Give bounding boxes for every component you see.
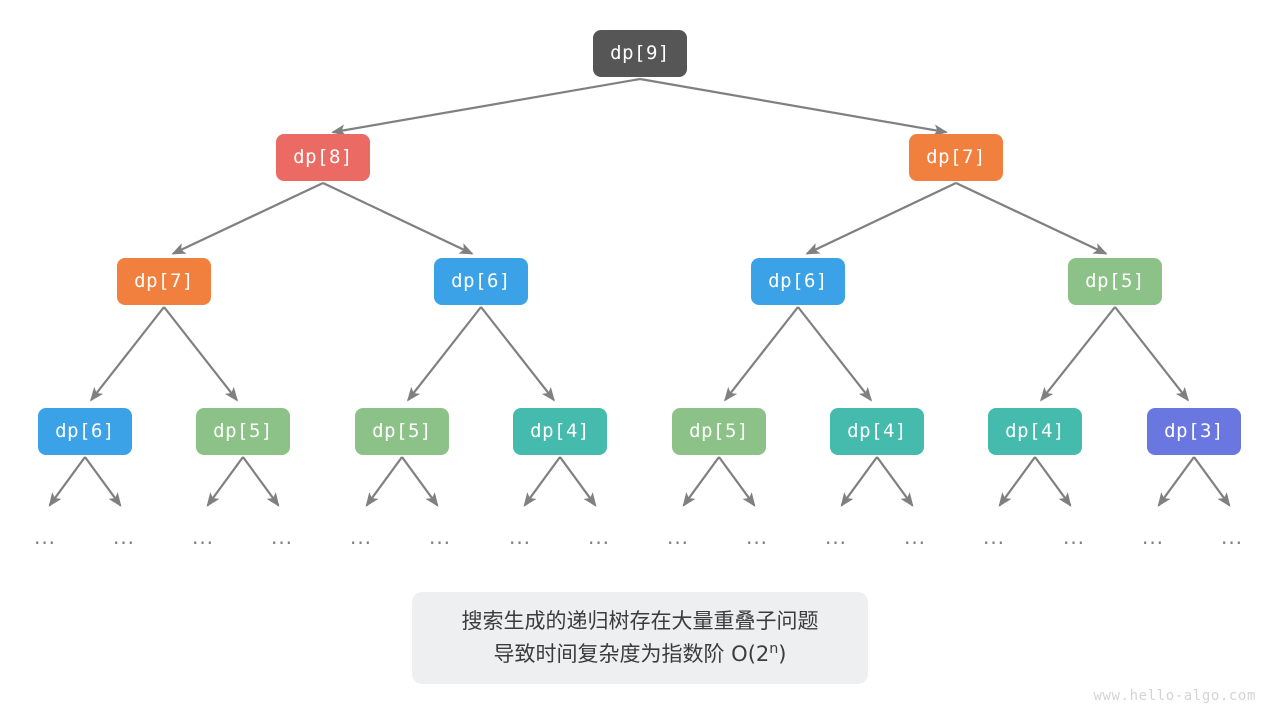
tree-node-label: dp[9] (610, 42, 670, 64)
tree-edge-n1-n4 (322, 182, 474, 255)
tree-node-label: dp[4] (847, 420, 907, 442)
tree-edge-leaf-13 (1034, 456, 1072, 507)
tree-edge-leaf-0 (48, 456, 86, 507)
ellipsis-marker: ... (587, 525, 611, 549)
ellipsis-marker: ... (666, 525, 690, 549)
ellipsis-marker: ... (112, 525, 136, 549)
tree-edge-n3-n7 (90, 306, 165, 402)
tree-node-dp6-n4: dp[6] (434, 258, 528, 305)
tree-edge-leaf-10 (840, 456, 878, 507)
tree-node-label: dp[5] (689, 420, 749, 442)
tree-node-label: dp[5] (213, 420, 273, 442)
caption-line-2-suffix: ) (778, 642, 787, 666)
ellipsis-marker: ... (824, 525, 848, 549)
tree-node-dp4-n12: dp[4] (830, 408, 924, 455)
tree-node-label: dp[6] (451, 270, 511, 292)
tree-edge-leaf-7 (559, 456, 597, 507)
tree-node-dp5-n9: dp[5] (355, 408, 449, 455)
caption-exponent: n (769, 641, 779, 657)
tree-node-dp5-n6: dp[5] (1068, 258, 1162, 305)
tree-node-label: dp[7] (926, 146, 986, 168)
tree-node-label: dp[4] (530, 420, 590, 442)
tree-node-label: dp[5] (1085, 270, 1145, 292)
tree-edge-leaf-15 (1193, 456, 1231, 507)
tree-edge-n5-n11 (724, 306, 799, 402)
tree-edge-n2-n5 (805, 182, 957, 255)
tree-edge-n0-n1 (331, 77, 641, 136)
tree-node-label: dp[6] (55, 420, 115, 442)
tree-edge-leaf-12 (998, 456, 1036, 507)
tree-edge-leaf-3 (242, 456, 280, 507)
tree-node-dp5-n11: dp[5] (672, 408, 766, 455)
watermark: www.hello-algo.com (1093, 688, 1256, 704)
tree-node-label: dp[7] (134, 270, 194, 292)
tree-edge-leaf-6 (523, 456, 561, 507)
tree-node-dp7-n3: dp[7] (117, 258, 211, 305)
tree-node-label: dp[8] (293, 146, 353, 168)
tree-node-dp9-n0: dp[9] (593, 30, 687, 77)
ellipsis-marker: ... (1141, 525, 1165, 549)
tree-edge-leaf-4 (365, 456, 403, 507)
tree-node-dp4-n10: dp[4] (513, 408, 607, 455)
tree-edge-n6-n13 (1040, 306, 1116, 402)
tree-node-label: dp[3] (1164, 420, 1224, 442)
tree-node-label: dp[5] (372, 420, 432, 442)
ellipsis-marker: ... (1220, 525, 1244, 549)
ellipsis-marker: ... (1062, 525, 1086, 549)
ellipsis-marker: ... (191, 525, 215, 549)
ellipsis-marker: ... (349, 525, 373, 549)
tree-node-dp7-n2: dp[7] (909, 134, 1003, 181)
tree-node-dp6-n7: dp[6] (38, 408, 132, 455)
caption-line-2-prefix: 导致时间复杂度为指数阶 O(2 (493, 642, 770, 666)
ellipsis-marker: ... (508, 525, 532, 549)
ellipsis-marker: ... (982, 525, 1006, 549)
tree-edge-n5-n12 (797, 306, 872, 402)
ellipsis-marker: ... (903, 525, 927, 549)
tree-edge-n0-n2 (639, 77, 948, 136)
ellipsis-marker: ... (745, 525, 769, 549)
tree-edge-leaf-9 (718, 456, 756, 507)
tree-edge-n1-n3 (171, 182, 324, 255)
tree-node-dp3-n14: dp[3] (1147, 408, 1241, 455)
tree-edge-n4-n10 (480, 306, 555, 402)
caption-line-1: 搜索生成的递归树存在大量重叠子问题 (461, 609, 819, 634)
tree-edge-leaf-5 (401, 456, 439, 507)
tree-node-dp5-n8: dp[5] (196, 408, 290, 455)
tree-node-dp8-n1: dp[8] (276, 134, 370, 181)
tree-edge-leaf-11 (876, 456, 914, 507)
ellipsis-marker: ... (428, 525, 452, 549)
tree-edge-leaf-2 (206, 456, 244, 507)
tree-node-dp4-n13: dp[4] (988, 408, 1082, 455)
tree-edge-leaf-14 (1157, 456, 1195, 507)
caption-line-2: 导致时间复杂度为指数阶 O(2n) (493, 638, 786, 671)
tree-edge-n3-n8 (163, 306, 238, 402)
tree-edge-n6-n14 (1114, 306, 1189, 402)
tree-edge-n4-n9 (407, 306, 482, 402)
tree-edge-leaf-1 (84, 456, 122, 507)
ellipsis-marker: ... (270, 525, 294, 549)
caption-box: 搜索生成的递归树存在大量重叠子问题 导致时间复杂度为指数阶 O(2n) (412, 592, 868, 684)
ellipsis-marker: ... (33, 525, 57, 549)
tree-node-dp6-n5: dp[6] (751, 258, 845, 305)
tree-node-label: dp[4] (1005, 420, 1065, 442)
tree-edge-n2-n6 (955, 182, 1108, 255)
tree-edge-leaf-8 (682, 456, 720, 507)
tree-node-label: dp[6] (768, 270, 828, 292)
